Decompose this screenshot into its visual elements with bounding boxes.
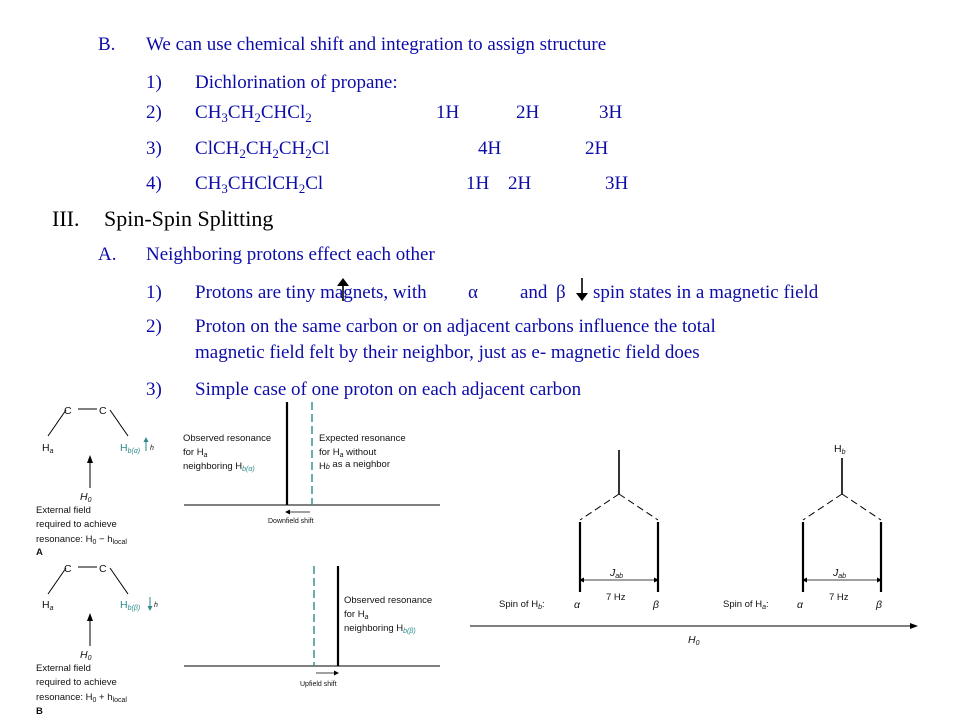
integration-1: 1H: [466, 173, 490, 194]
expected-resonance-line2: for Ha without: [319, 447, 377, 459]
hb-alpha-label: Hb(α): [120, 442, 140, 455]
item-text: Simple case of one proton on each adjace…: [195, 379, 582, 400]
hb-top-label: Hb: [834, 443, 846, 456]
formula-ch3ch2chcl2: CH3CH2CHCl2: [195, 102, 312, 125]
external-field-line3: resonance: H0 − hlocal: [36, 534, 127, 546]
section-number: III.: [52, 206, 80, 231]
integration-2: 2H: [516, 102, 540, 123]
outline-a-marker: A.: [98, 244, 117, 265]
jab-label: Jab: [832, 567, 846, 580]
spin-of-hb-label: Spin of Hb:: [499, 599, 545, 611]
formula-clch2ch2ch2cl: ClCH2CH2CH2Cl: [195, 138, 330, 161]
integration-1: 1H: [436, 102, 460, 123]
carbon-label: C: [99, 563, 107, 575]
h0-axis-label: H0: [688, 634, 700, 647]
integration-2: 2H: [585, 138, 609, 159]
ha-label: Ha: [42, 599, 54, 612]
alpha-label: α: [574, 599, 581, 611]
h0-axis: H0: [470, 623, 918, 647]
alpha-symbol: α: [468, 282, 478, 303]
h-local-label: h: [154, 602, 158, 609]
hb-beta-label: Hb(β): [120, 599, 140, 612]
item-number: 1): [146, 72, 162, 93]
expected-resonance-line1: Expected resonance: [319, 433, 406, 444]
external-field-line3: resonance: H0 + hlocal: [36, 692, 127, 704]
item-number: 4): [146, 173, 162, 194]
external-field-line1: External field: [36, 663, 91, 674]
spectrum-a: Downfield shift Observed resonance for H…: [183, 402, 440, 525]
observed-resonance-b-line2: for Ha: [344, 609, 369, 621]
ha-label: Ha: [42, 442, 54, 455]
spectrum-b: Upfield shift Observed resonance for Ha …: [184, 566, 440, 688]
beta-symbol: β: [556, 282, 566, 303]
item-number: 2): [146, 102, 162, 123]
observed-resonance-b-line3: neighboring Hb(β): [344, 623, 416, 635]
beta-label: β: [875, 599, 882, 611]
external-field-line1: External field: [36, 505, 91, 516]
item-text-part3: spin states in a magnetic field: [593, 282, 819, 303]
panel-b-label: B: [36, 706, 43, 717]
item-text: Dichlorination of propane:: [195, 72, 398, 93]
integration-3: 3H: [599, 102, 623, 123]
downfield-shift-label: Downfield shift: [268, 518, 314, 525]
item-text-line1: Proton on the same carbon or on adjacent…: [195, 316, 716, 337]
integration-1: 4H: [478, 138, 502, 159]
observed-resonance-a-line3: neighboring Hb(α): [183, 461, 255, 473]
external-field-line2: required to achieve: [36, 677, 117, 688]
carbon-label: C: [99, 405, 107, 417]
doublet-right: Hb Jab 7 Hz Spin of Ha: α β: [723, 443, 883, 611]
formula-ch3chclch2cl: CH3CHClCH2Cl: [195, 173, 324, 196]
molecule-a: C C Ha Hb(α) h H0 External field require…: [36, 405, 154, 558]
outline-b-text: We can use chemical shift and integratio…: [146, 34, 607, 55]
molecule-b: C C Ha Hb(β) h H0 External field require…: [36, 563, 158, 717]
expected-resonance-line3: Hb as a neighbor: [319, 459, 390, 472]
item-text-part2: and: [520, 282, 548, 303]
observed-resonance-a-line1: Observed resonance: [183, 433, 271, 444]
spin-of-ha-label: Spin of Ha:: [723, 599, 769, 611]
integration-3: 3H: [605, 173, 629, 194]
alpha-label: α: [797, 599, 804, 611]
item-number: 1): [146, 282, 162, 303]
observed-resonance-b-line1: Observed resonance: [344, 595, 432, 606]
panel-a-label: A: [36, 547, 43, 558]
h0-label: H0: [80, 491, 92, 504]
coupling-constant: 7 Hz: [829, 592, 849, 603]
upfield-shift-label: Upfield shift: [300, 681, 337, 688]
item-text-line2: magnetic field felt by their neighbor, j…: [195, 342, 700, 363]
observed-resonance-a-line2: for Ha: [183, 447, 208, 459]
item-number: 3): [146, 379, 162, 400]
external-field-line2: required to achieve: [36, 519, 117, 530]
outline-b-marker: B.: [98, 34, 116, 55]
h0-label: H0: [80, 649, 92, 662]
h-local-label: h: [150, 445, 154, 452]
section-title: Spin-Spin Splitting: [104, 206, 274, 231]
doublet-left: Jab 7 Hz Spin of Hb: α β: [499, 450, 660, 611]
item-text-part1: Protons are tiny magnets, with: [195, 282, 427, 303]
integration-2: 2H: [508, 173, 532, 194]
item-number: 2): [146, 316, 162, 337]
spin-up-arrow-icon: [337, 278, 349, 301]
jab-label: Jab: [609, 567, 623, 580]
spin-down-arrow-icon: [576, 278, 588, 301]
beta-label: β: [652, 599, 659, 611]
outline-a-text: Neighboring protons effect each other: [146, 244, 435, 265]
carbon-label: C: [64, 405, 72, 417]
coupling-constant: 7 Hz: [606, 592, 626, 603]
carbon-label: C: [64, 563, 72, 575]
item-number: 3): [146, 138, 162, 159]
